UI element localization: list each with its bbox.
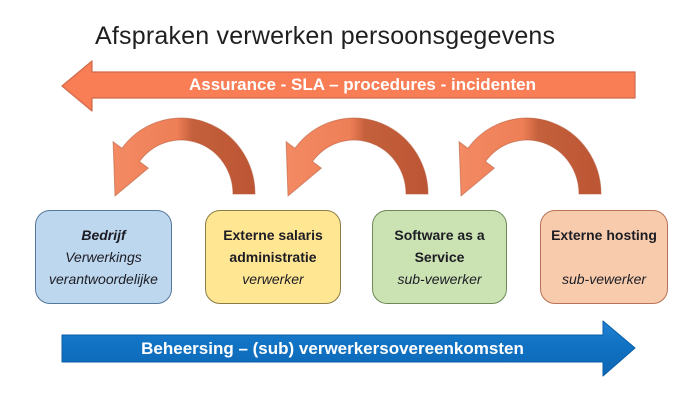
curved-arrow-1 (458, 117, 602, 197)
assurance-arrow-label: Assurance - SLA – procedures - incidente… (188, 75, 536, 94)
box-subtitle: Verwerkings (65, 249, 142, 265)
box-role: sub-vewerker (561, 271, 647, 287)
box-externe-hosting: Externe hosting sub-vewerker (540, 210, 668, 304)
box-title: Externe salaris (223, 227, 323, 243)
diagram-title: Afspraken verwerken persoonsgegevens (95, 22, 556, 50)
beheersing-arrow (61, 320, 636, 377)
box-subtitle: Service (414, 249, 465, 265)
box-role: sub-vewerker (397, 271, 482, 287)
box-role: verwerker (242, 271, 304, 287)
box-software-as-a-service: Software as a Service sub-vewerker (372, 210, 507, 304)
box-externe-salarisadministratie: Externe salaris administratie verwerker (205, 210, 341, 304)
beheersing-arrow-label: Beheersing – (sub) verwerkersovereenkoms… (141, 339, 524, 358)
assurance-arrow (61, 60, 636, 112)
curved-arrow-3-to-none (112, 117, 256, 197)
box-subtitle: administratie (229, 249, 317, 265)
box-title: Externe hosting (551, 227, 657, 243)
box-bedrijf-verwerkingsverantwoordelijke: Bedrijf Verwerkings verantwoordelijke (35, 210, 172, 304)
box-role: verantwoordelijke (49, 271, 158, 287)
box-title: Software as a (394, 227, 485, 243)
curved-arrow-2 (285, 117, 429, 197)
box-title: Bedrijf (81, 227, 126, 243)
